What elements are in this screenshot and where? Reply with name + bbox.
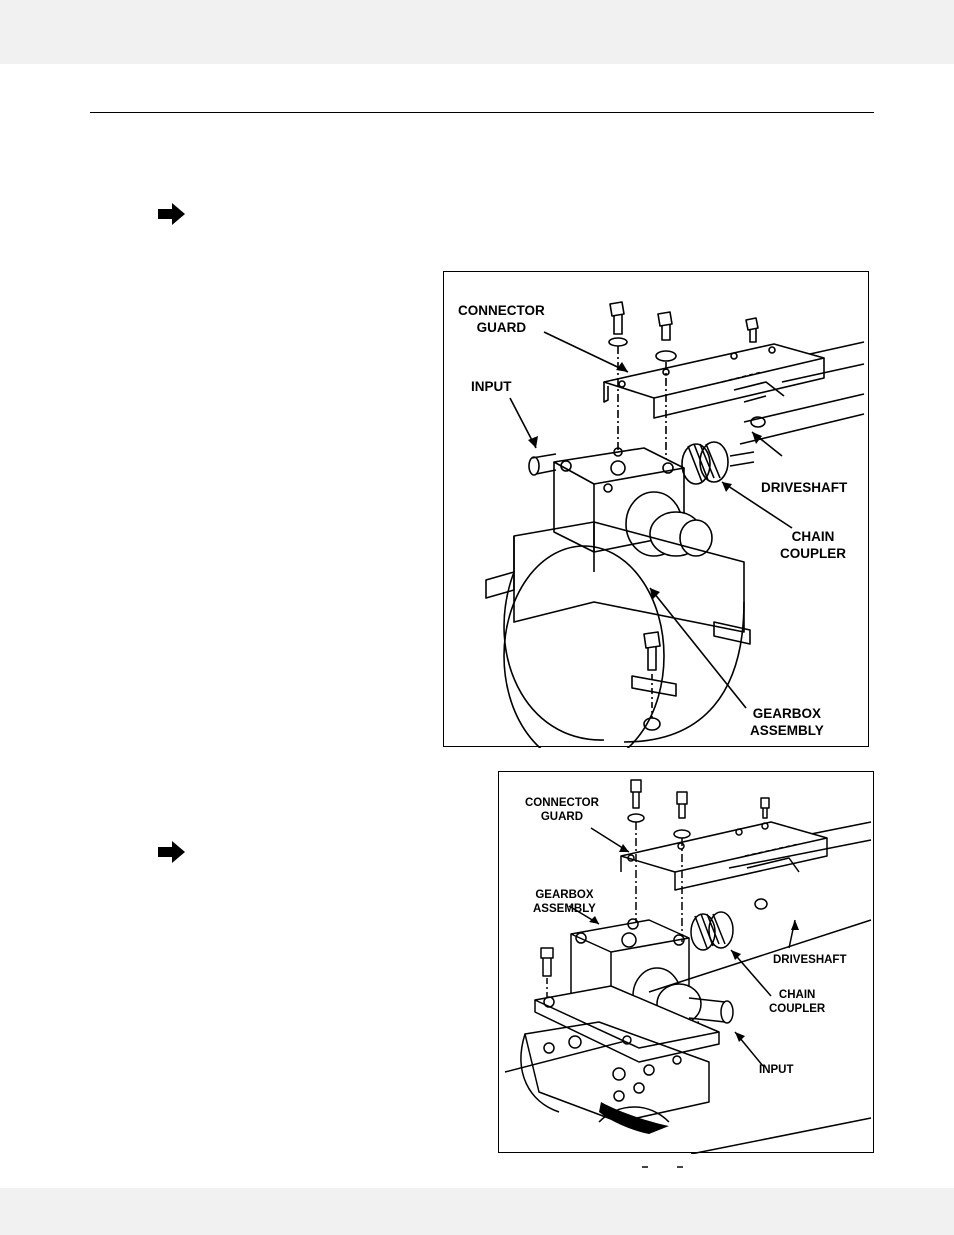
label-connector-guard: CONNECTOR GUARD: [525, 796, 599, 825]
label-gearbox-assembly: GEARBOX ASSEMBLY: [750, 706, 824, 740]
label-driveshaft: DRIVESHAFT: [761, 480, 848, 495]
label-gearbox-assembly-line2: ASSEMBLY: [533, 903, 596, 916]
label-gearbox-assembly-line1: GEARBOX: [535, 889, 594, 901]
label-connector-guard-line2: GUARD: [540, 811, 584, 824]
label-connector-guard-line2: GUARD: [476, 319, 527, 335]
page-mark-right: [677, 1166, 683, 1168]
right-arrow-icon: [158, 203, 185, 225]
label-chain-coupler-line2: COUPLER: [769, 1003, 826, 1016]
label-chain-coupler-line2: COUPLER: [780, 545, 847, 561]
label-driveshaft: DRIVESHAFT: [773, 954, 847, 966]
label-gearbox-assembly-line2: ASSEMBLY: [750, 722, 824, 738]
label-connector-guard: CONNECTOR GUARD: [458, 303, 545, 337]
label-chain-coupler-line1: CHAIN: [791, 529, 835, 544]
label-gearbox-assembly: GEARBOX ASSEMBLY: [533, 888, 596, 917]
label-gearbox-assembly-line1: GEARBOX: [752, 706, 822, 721]
page-mark-left: [642, 1166, 648, 1168]
gearbox-illustration-bottom: [504, 779, 872, 1154]
label-chain-coupler-line1: CHAIN: [778, 989, 816, 1001]
top-band: [0, 0, 954, 64]
right-arrow-icon: [158, 841, 185, 863]
figure-gearbox-top: CONNECTOR GUARD INPUT DRIVESHAFT CHAIN C…: [443, 271, 869, 748]
label-chain-coupler: CHAIN COUPLER: [780, 529, 846, 563]
header-rule: [90, 112, 874, 113]
gearbox-illustration-top: [485, 301, 865, 748]
label-input: INPUT: [471, 379, 512, 394]
label-connector-guard-line1: CONNECTOR: [458, 303, 545, 318]
label-chain-coupler: CHAIN COUPLER: [769, 988, 825, 1017]
bottom-band: [0, 1188, 954, 1235]
figure-gearbox-bottom: CONNECTOR GUARD GEARBOX ASSEMBLY DRIVESH…: [498, 771, 874, 1154]
label-input: INPUT: [759, 1064, 794, 1076]
label-connector-guard-line1: CONNECTOR: [525, 797, 599, 809]
